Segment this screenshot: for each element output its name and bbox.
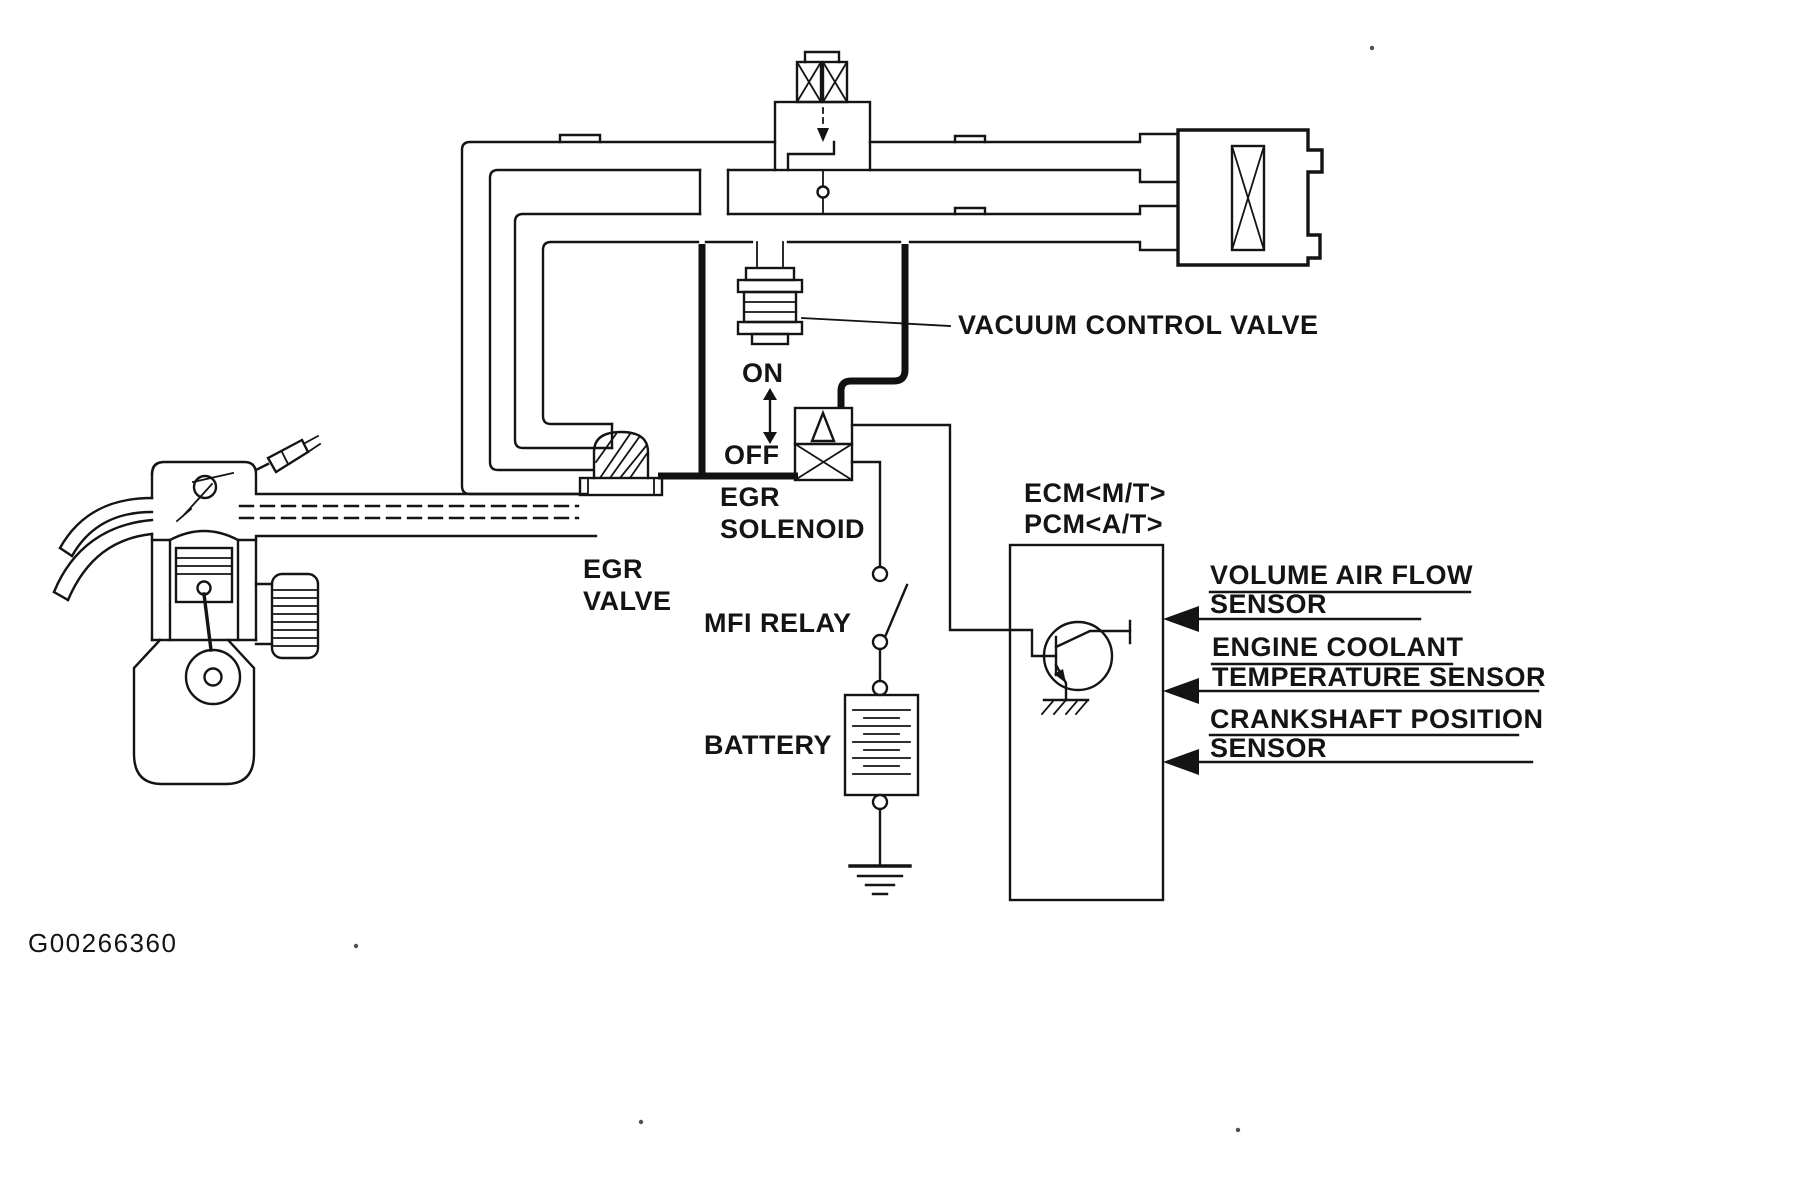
sensor-label-line2: TEMPERATURE SENSOR	[1212, 662, 1546, 692]
on-off-arrow	[763, 388, 777, 444]
egr-valve-label-line1: EGR	[583, 554, 643, 584]
battery-symbol	[843, 679, 920, 868]
engine-side-canister	[254, 572, 320, 660]
sensor-arrow-volume-air-flow	[1163, 590, 1472, 632]
figure-id-label: G00266360	[28, 928, 177, 958]
camshaft	[192, 474, 218, 500]
ground-symbol	[848, 864, 912, 896]
vacuum-control-valve-symbol	[736, 241, 951, 346]
egr-valve-label-line2: VALVE	[583, 586, 672, 616]
sensor-label-volume-air-flow: VOLUME AIR FLOW SENSOR	[1210, 560, 1473, 619]
intake-pipe-upper	[460, 132, 1180, 496]
intake-pipe-lower	[513, 204, 1180, 450]
air-cleaner-symbol	[1176, 128, 1324, 267]
ecm-label-line2: PCM<A/T>	[1024, 509, 1163, 539]
sensor-label-crankshaft-position: CRANKSHAFT POSITION SENSOR	[1210, 704, 1544, 763]
egr-solenoid-label-line1: EGR	[720, 482, 780, 512]
mfi-relay-label: MFI RELAY	[704, 608, 852, 638]
top-solenoid-valve-symbol	[773, 50, 872, 215]
sensor-label-line1: CRANKSHAFT POSITION	[1210, 704, 1544, 734]
mfi-relay-switch-symbol	[850, 460, 909, 683]
sensor-label-line2: SENSOR	[1210, 589, 1327, 619]
label-pointer-line	[801, 317, 951, 327]
on-label: ON	[742, 358, 784, 388]
off-label: OFF	[724, 440, 780, 470]
crankshaft	[184, 648, 242, 706]
battery-label: BATTERY	[704, 730, 832, 760]
vacuum-control-valve-label: VACUUM CONTROL VALVE	[958, 310, 1319, 340]
engine-drawing	[52, 434, 322, 786]
connecting-rod	[202, 592, 213, 652]
intake-runner-lines	[238, 492, 598, 538]
egr-valve-symbol	[578, 430, 664, 497]
ecm-box	[1008, 543, 1165, 902]
sensor-label-engine-coolant: ENGINE COOLANT TEMPERATURE SENSOR	[1212, 632, 1546, 692]
spark-plug	[254, 434, 322, 474]
wire-solenoid-to-ecm	[850, 423, 1058, 658]
scan-artifact-dots	[353, 45, 1375, 1133]
transistor-ground-symbol	[1040, 698, 1090, 716]
thick-vacuum-hoses	[658, 244, 909, 480]
sensor-label-line1: ENGINE COOLANT	[1212, 632, 1464, 662]
sensor-label-line2: SENSOR	[1210, 733, 1327, 763]
solenoid-arrow-icon	[810, 409, 836, 443]
engine-left-hoses	[52, 496, 154, 602]
sensor-label-line1: VOLUME AIR FLOW	[1210, 560, 1473, 590]
sensor-arrow-engine-coolant	[1163, 662, 1540, 704]
transistor-symbol	[1042, 619, 1132, 702]
egr-solenoid-symbol	[793, 406, 854, 482]
ecm-label-line1: ECM<M/T>	[1024, 478, 1166, 508]
sensor-arrow-crankshaft-position	[1163, 733, 1534, 775]
egr-solenoid-label-line2: SOLENOID	[720, 514, 865, 544]
